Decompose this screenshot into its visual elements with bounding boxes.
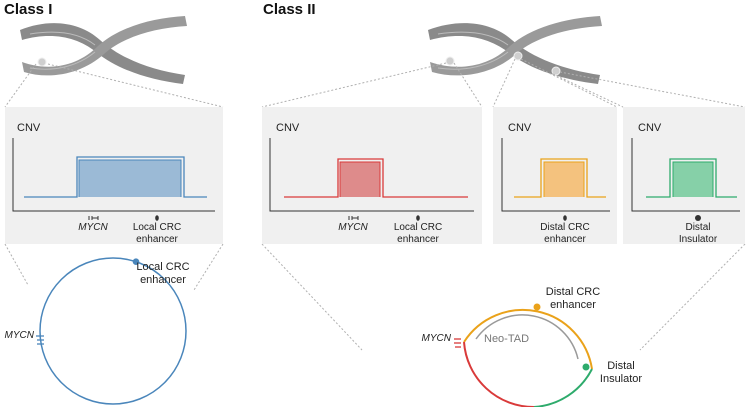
enhancer-mark [416, 215, 420, 221]
ecdna-circle-class1: MYCN Local CRC enhancer [5, 257, 190, 405]
cnv-plot-class1: CNV MYCN Local CRC enhancer [12, 122, 215, 245]
enhancer-label-line1: Local CRC [394, 222, 442, 233]
cnv-plot-distal-enhancer: CNV Distal CRC enhancer [501, 122, 610, 245]
distal-enhancer-label-line1: Distal CRC [540, 222, 589, 233]
distal-enhancer-dot [533, 303, 541, 311]
locus-marker-enhancer [513, 51, 523, 61]
mycn-gene-mark [88, 216, 99, 220]
zoom-lines-bottom [4, 243, 746, 351]
circle-insulator-label-line1: Distal [607, 360, 635, 372]
locus-marker-insulator [551, 66, 561, 76]
insulator-label-line2: Insulator [679, 234, 718, 245]
distal-enhancer-label-line2: enhancer [544, 234, 586, 245]
circle-enhancer-label-line2: enhancer [140, 274, 186, 286]
circle-green-segment [533, 368, 593, 407]
circle-orange-segment [463, 308, 593, 370]
neo-tad-arc [475, 314, 579, 360]
cnv-plot-distal-insulator: CNV Distal Insulator [631, 122, 740, 245]
circle-gene-label: MYCN [422, 333, 452, 344]
mycn-gene-mark [36, 335, 44, 345]
cnv-axis-label: CNV [17, 122, 41, 134]
cnv-axis-label: CNV [276, 122, 300, 134]
class1-title: Class I [4, 1, 52, 18]
zoom-lines-top [4, 58, 746, 108]
circle-enhancer-label-line1: Local CRC [136, 261, 189, 273]
enhancer-mark [155, 215, 159, 221]
circle-enhancer-label-line2: enhancer [550, 299, 596, 311]
insulator-label-line1: Distal [685, 222, 710, 233]
mycn-gene-mark [348, 216, 359, 220]
locus-marker-mycn [445, 56, 455, 66]
chromosome-class1 [20, 16, 187, 84]
ecdna-circle-class2: MYCN Neo-TAD Distal CRC enhancer Distal … [422, 286, 643, 407]
mycn-gene-mark [454, 338, 461, 348]
gene-label: MYCN [78, 222, 108, 233]
circle-enhancer-label-line1: Distal CRC [546, 286, 600, 298]
insulator-mark [695, 215, 701, 221]
insulator-dot [582, 363, 590, 371]
enhancer-label-line2: enhancer [397, 234, 439, 245]
gene-label: MYCN [338, 222, 368, 233]
enhancer-label-line1: Local CRC [133, 222, 181, 233]
cnv-axis-label: CNV [638, 122, 662, 134]
circle-red-segment [463, 341, 534, 407]
cnv-axis-label: CNV [508, 122, 532, 134]
neo-tad-label: Neo-TAD [484, 333, 529, 345]
chromosome-class2 [428, 16, 602, 84]
cnv-plot-mycn: CNV MYCN Local CRC enhancer [269, 122, 474, 245]
circle-insulator-label-line2: Insulator [600, 373, 643, 385]
distal-enhancer-mark [563, 215, 567, 221]
enhancer-dot [132, 258, 140, 266]
enhancer-label-line2: enhancer [136, 234, 178, 245]
class2-title: Class II [263, 1, 316, 18]
locus-marker [37, 57, 47, 67]
circle-gene-label: MYCN [5, 330, 35, 341]
